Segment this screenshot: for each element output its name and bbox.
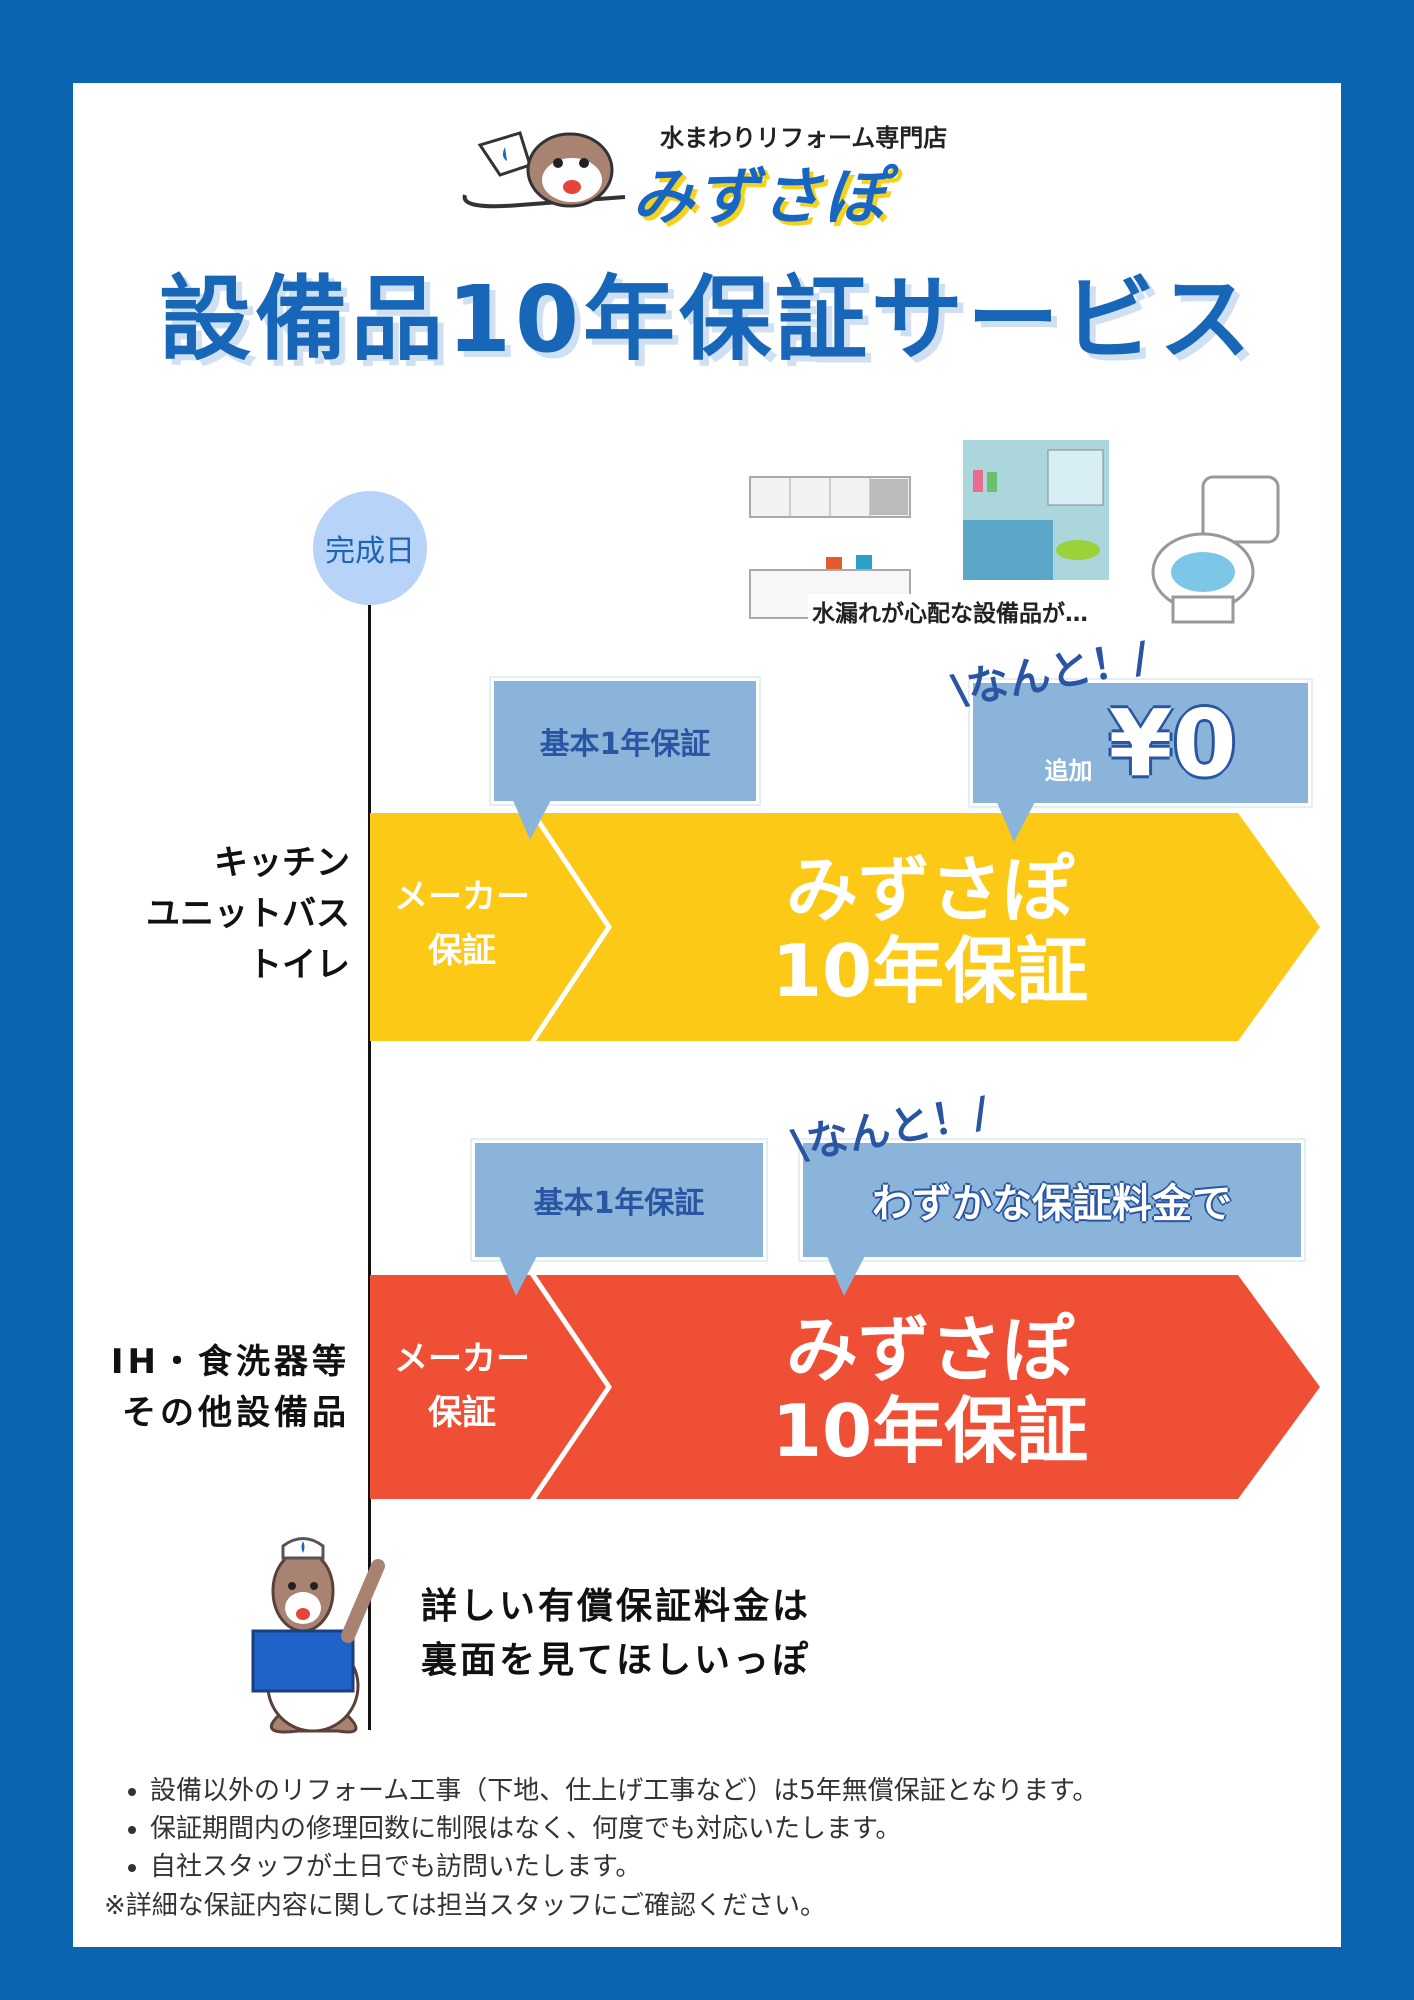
maker-label-line1: メーカー bbox=[394, 877, 530, 917]
maker-label-line1: メーカー bbox=[394, 1339, 530, 1379]
basic-warranty-text: 基本1年保証 bbox=[539, 727, 711, 762]
maker-label-line2: 保証 bbox=[428, 931, 496, 972]
row1-categories: キッチン ユニットバス トイレ bbox=[146, 838, 350, 991]
completion-date-label: 完成日 bbox=[325, 534, 415, 569]
row1-basic-bubble: 基本1年保証 bbox=[491, 678, 759, 804]
footnote: ※詳細な保証内容に関しては担当スタッフにご確認ください。 bbox=[104, 1890, 826, 1921]
basic-warranty-text: 基本1年保証 bbox=[533, 1186, 705, 1221]
row2-maker-segment bbox=[370, 1275, 606, 1499]
row2-warranty-arrow bbox=[370, 1275, 1320, 1499]
row1-warranty-arrow bbox=[370, 813, 1320, 1041]
bathroom-illustration-icon bbox=[963, 440, 1109, 580]
row1-price-bubble: 追加 ¥0 bbox=[970, 680, 1311, 806]
bubble-tail bbox=[512, 798, 552, 840]
note-item: 保証期間内の修理回数に制限はなく、何度でも対応いたします。 bbox=[150, 1810, 1098, 1848]
main-label-line1: みずさぽ bbox=[785, 1308, 1074, 1392]
toilet-illustration-icon bbox=[1151, 475, 1280, 624]
category-other: その他設備品 bbox=[122, 1393, 350, 1433]
row1-maker-segment bbox=[370, 813, 606, 1041]
row2-maker-label: メーカー 保証 bbox=[372, 1332, 552, 1441]
row2-mizusapo-segment bbox=[536, 1275, 1320, 1499]
illustration-caption: 水漏れが心配な設備品が… bbox=[808, 594, 1092, 628]
page-title: 設備品10年保証サービス bbox=[158, 266, 1256, 373]
category-ih-dishwasher: IH・食洗器等 bbox=[110, 1342, 350, 1382]
main-label-line2: 10年保証 bbox=[771, 1388, 1089, 1473]
row2-fee-bubble: わずかな保証料金で bbox=[800, 1140, 1304, 1260]
timeline-line bbox=[368, 605, 371, 1730]
speech-line2: 裏面を見てほしいっぽ bbox=[421, 1640, 812, 1681]
note-item: 自社スタッフが土日でも訪問いたします。 bbox=[150, 1848, 1098, 1886]
row2-categories: IH・食洗器等 その他設備品 bbox=[111, 1337, 350, 1439]
price-prefix: 追加 bbox=[1044, 756, 1093, 785]
logo-brand: みずさぽ bbox=[632, 160, 889, 233]
note-item: 設備以外のリフォーム工事（下地、仕上げ工事など）は5年無償保証となります。 bbox=[150, 1772, 1098, 1810]
row1-main-label: みずさぽ 10年保証 bbox=[640, 850, 1220, 1011]
maker-label-line2: 保証 bbox=[428, 1393, 496, 1434]
bubble-tail bbox=[826, 1254, 866, 1296]
otter-mascot-icon bbox=[251, 1537, 385, 1734]
category-kitchen: キッチン bbox=[214, 843, 350, 883]
notes-section: 設備以外のリフォーム工事（下地、仕上げ工事など）は5年無償保証となります。 保証… bbox=[104, 1772, 1098, 1925]
logo-tagline: 水まわりリフォーム専門店 bbox=[660, 124, 948, 152]
category-toilet: トイレ bbox=[248, 945, 350, 985]
speech-line1: 詳しい有償保証料金は bbox=[421, 1586, 812, 1627]
bubble-tail bbox=[996, 800, 1036, 842]
fee-text: わずかな保証料金で bbox=[872, 1181, 1232, 1227]
row1-mizusapo-segment bbox=[536, 813, 1320, 1041]
completion-date-marker: 完成日 bbox=[313, 491, 427, 605]
mascot-speech: 詳しい有償保証料金は 裏面を見てほしいっぽ bbox=[421, 1580, 811, 1688]
category-unit-bath: ユニットバス bbox=[146, 894, 350, 934]
row2-main-label: みずさぽ 10年保証 bbox=[640, 1310, 1220, 1471]
main-label-line1: みずさぽ bbox=[785, 848, 1074, 932]
otter-logo-icon bbox=[462, 131, 626, 209]
bubble-tail bbox=[498, 1254, 538, 1296]
main-label-line2: 10年保証 bbox=[771, 928, 1089, 1013]
row2-basic-bubble: 基本1年保証 bbox=[472, 1140, 766, 1260]
row1-maker-label: メーカー 保証 bbox=[372, 870, 552, 979]
price-value: ¥0 bbox=[1108, 689, 1237, 797]
